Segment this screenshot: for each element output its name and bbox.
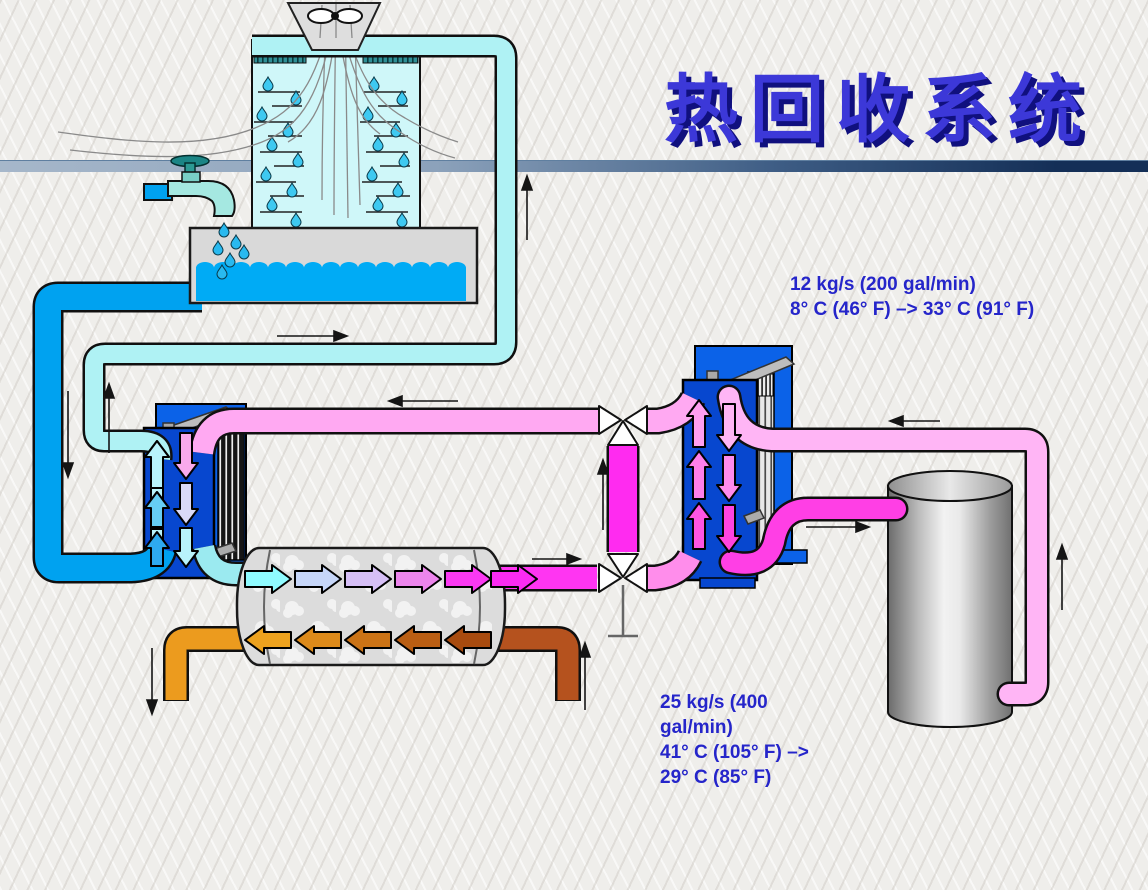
annotation-hot-water: 25 kg/s (400 gal/min) 41° C (105° F) –> … xyxy=(660,690,809,790)
annotation-line: 29° C (85° F) xyxy=(660,767,772,788)
annotation-heated-water: 12 kg/s (200 gal/min) 8° C (46° F) –> 33… xyxy=(790,272,1034,322)
pipe-valve-to-hx2-pink xyxy=(644,391,706,435)
water-faucet-icon xyxy=(143,154,250,280)
pipe-condenser-out-orange xyxy=(163,626,254,701)
cooling-tower xyxy=(251,39,421,233)
annotation-line: 25 kg/s (400 xyxy=(660,692,768,713)
basin-water xyxy=(196,262,466,301)
shell-and-tube-condenser xyxy=(235,546,538,667)
slide-title: 热回收系统 xyxy=(664,67,1094,153)
annotation-line: gal/min) xyxy=(660,717,733,738)
three-way-valve-top xyxy=(598,405,648,446)
hx2-flow-arrows xyxy=(686,399,742,553)
condenser-water-arrows xyxy=(244,564,538,655)
annotation-line: 8° C (46° F) –> 33° C (91° F) xyxy=(790,299,1035,320)
cooling-tower-fan-icon xyxy=(286,2,382,51)
pipe-hx1-to-condenser-cyan xyxy=(191,543,262,587)
pipe-tank-loop-pink xyxy=(716,384,1050,707)
drain-symbol-icon xyxy=(608,585,638,638)
annotation-line: 41° C (105° F) –> xyxy=(660,742,809,763)
hx1-flow-arrows xyxy=(144,432,199,568)
pipe-condenser-in-brown xyxy=(496,626,581,701)
pipe-hx1-to-valve-pink xyxy=(188,407,598,456)
flow-direction-arrows xyxy=(61,173,1069,717)
annotation-line: 12 kg/s (200 gal/min) xyxy=(790,274,976,295)
collection-basin xyxy=(188,226,479,305)
three-way-valve-bottom xyxy=(598,553,648,593)
pipe-warm-cooling-water xyxy=(82,34,518,461)
storage-tank xyxy=(887,470,1013,728)
pipe-valve-to-hx2-bottom xyxy=(641,549,703,592)
pipe-hx2-to-tank-magenta xyxy=(718,496,909,577)
